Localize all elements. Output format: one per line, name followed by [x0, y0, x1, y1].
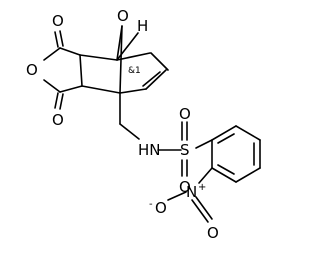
bond-alkene-to-bridgehead-bottom	[119, 88, 147, 94]
bond-ring-6	[211, 125, 237, 141]
bond-ring-o-to-c-top	[43, 47, 61, 61]
atom-carbonyl-oxygen-top: O	[52, 12, 64, 30]
bond-ring-3	[235, 167, 261, 183]
bond-ring-5	[235, 125, 261, 141]
bond-c-to-bridgehead-top	[79, 54, 118, 61]
bond-n-to-o-down-a	[191, 199, 209, 223]
bond-carbonyl-top-single	[59, 47, 81, 56]
bond-c-eq-o-top-a	[54, 31, 59, 48]
bond-n-to-o-down-b	[195, 196, 213, 220]
bond-ring-inner-1	[217, 164, 235, 175]
molecule-diagram: O H &1 O O O HN S O O N + O O -	[26, 7, 261, 242]
atom-bridge-oxygen: O	[117, 7, 129, 25]
atom-carbonyl-oxygen-bottom: O	[52, 111, 64, 129]
bond-c-eq-o-top-b	[59, 30, 64, 47]
bond-n-to-o-left	[167, 191, 187, 201]
atom-nitro-oxygen-left: O	[155, 199, 167, 217]
bond-c-to-bridgehead-bottom	[81, 85, 121, 94]
atom-sulfonyl-oxygen-top: O	[179, 105, 191, 123]
bond-ring-o-to-c-bottom	[43, 79, 61, 93]
charge-minus: -	[149, 199, 153, 210]
bond-ring-junction	[79, 54, 83, 87]
charge-plus: +	[198, 182, 206, 193]
atom-ring-oxygen: O	[26, 61, 38, 79]
stereo-label: &1	[128, 66, 141, 76]
bond-alkene-double-inner	[142, 71, 161, 87]
bond-bridgehead-top-to-alkene	[116, 52, 151, 61]
bond-ring-inner-3	[217, 133, 235, 144]
bond-c-eq-o-bottom-b	[59, 93, 64, 110]
bond-c-eq-o-bottom-a	[54, 92, 59, 109]
bond-carbonyl-bottom-single	[59, 85, 83, 93]
bond-ring-to-nitro	[198, 167, 213, 184]
atom-nh: HN	[138, 141, 161, 159]
bond-alkene-double-outer	[145, 69, 167, 90]
atom-nitro-oxygen-down: O	[207, 224, 219, 242]
atom-nitro-nitrogen: N	[186, 183, 197, 201]
bond-ch2-to-n	[119, 123, 140, 140]
atom-sulfonyl-oxygen-bottom: O	[179, 178, 191, 196]
atom-bridgehead-h: H	[137, 17, 148, 35]
bond-alkene-single	[150, 52, 169, 71]
bond-ring-2	[211, 167, 237, 183]
atom-sulfur: S	[180, 141, 190, 159]
structure-svg: O H &1 O O O HN S O O N + O O -	[26, 7, 261, 242]
bond-bridgehead-top-to-h	[116, 32, 139, 61]
bond-s-to-ring	[195, 139, 213, 149]
